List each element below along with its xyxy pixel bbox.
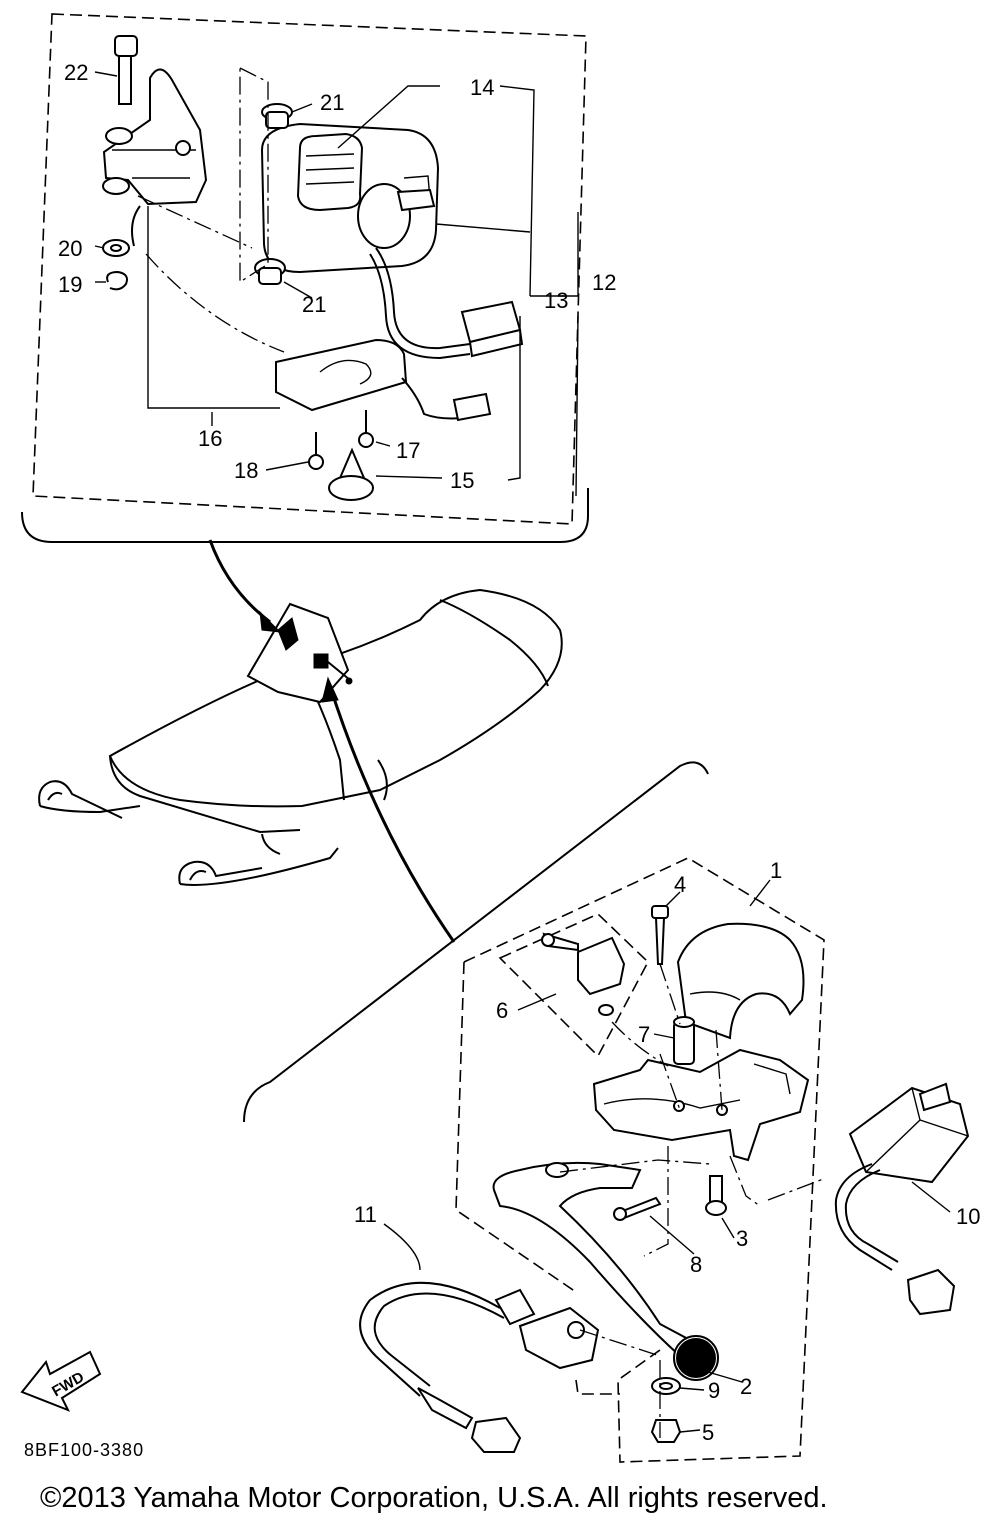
callout-22: 22 (64, 60, 88, 85)
assembly-lines-bottom (559, 963, 827, 1438)
cable-and-connector-13 (369, 247, 524, 360)
inset-panel-top (21, 13, 589, 543)
fwd-label: FWD (49, 1369, 87, 1401)
callout-5: 5 (702, 1420, 714, 1445)
pointer-arrows (208, 539, 456, 943)
callout-14: 14 (470, 75, 494, 100)
screws-17-18 (308, 410, 374, 470)
callout-11: 11 (354, 1202, 377, 1227)
callout-4: 4 (674, 872, 686, 897)
callouts-top: 22 21 14 20 19 21 13 12 16 17 18 15 (58, 60, 616, 493)
sensor-cable-11-part (359, 1281, 600, 1453)
switch-10-part (834, 1082, 970, 1316)
small-parts-lower (541, 905, 727, 1443)
leader-lines-top (94, 71, 579, 497)
bolt-22 (114, 35, 138, 105)
callout-2: 2 (740, 1374, 752, 1399)
lower-housing-part (275, 338, 492, 422)
rivet-15 (328, 447, 374, 501)
drawing-code: 8BF100-3380 (24, 1440, 144, 1460)
callout-19: 19 (58, 272, 82, 297)
grommet-21-upper (261, 103, 293, 129)
lock-washer-19 (106, 270, 128, 291)
switch-housing-part (260, 122, 440, 274)
leader-lines-bottom (383, 879, 951, 1433)
callout-12: 12 (592, 270, 616, 295)
callout-20: 20 (58, 236, 82, 261)
snowmobile-outline (38, 588, 563, 886)
callouts-bottom: 1 4 6 7 10 3 8 11 9 2 5 (354, 858, 980, 1445)
callout-6: 6 (496, 998, 508, 1023)
callout-3: 3 (736, 1226, 748, 1251)
callout-8: 8 (690, 1252, 702, 1277)
lever-holder-part (592, 1048, 810, 1162)
assembly-lines-top (137, 66, 285, 353)
callout-9: 9 (708, 1378, 720, 1403)
callout-16: 16 (198, 426, 222, 451)
callout-7: 7 (638, 1022, 650, 1047)
callout-13: 13 (544, 288, 568, 313)
washer-20 (102, 239, 130, 257)
inset-panel-bottom (243, 761, 825, 1463)
callout-10: 10 (956, 1204, 980, 1229)
fwd-arrow-icon: FWD (20, 1350, 102, 1412)
callout-18: 18 (234, 458, 258, 483)
callout-21-upper: 21 (320, 90, 344, 115)
lever-cover-part (676, 922, 805, 1040)
callout-21-lower: 21 (302, 292, 326, 317)
grommet-21-lower (254, 258, 286, 285)
callout-17: 17 (396, 438, 420, 463)
brake-lever-part (492, 1161, 719, 1381)
callout-15: 15 (450, 468, 474, 493)
callout-1: 1 (770, 858, 782, 883)
bracket-part (102, 68, 208, 247)
copyright-notice: ©2013 Yamaha Motor Corporation, U.S.A. A… (40, 1482, 828, 1514)
